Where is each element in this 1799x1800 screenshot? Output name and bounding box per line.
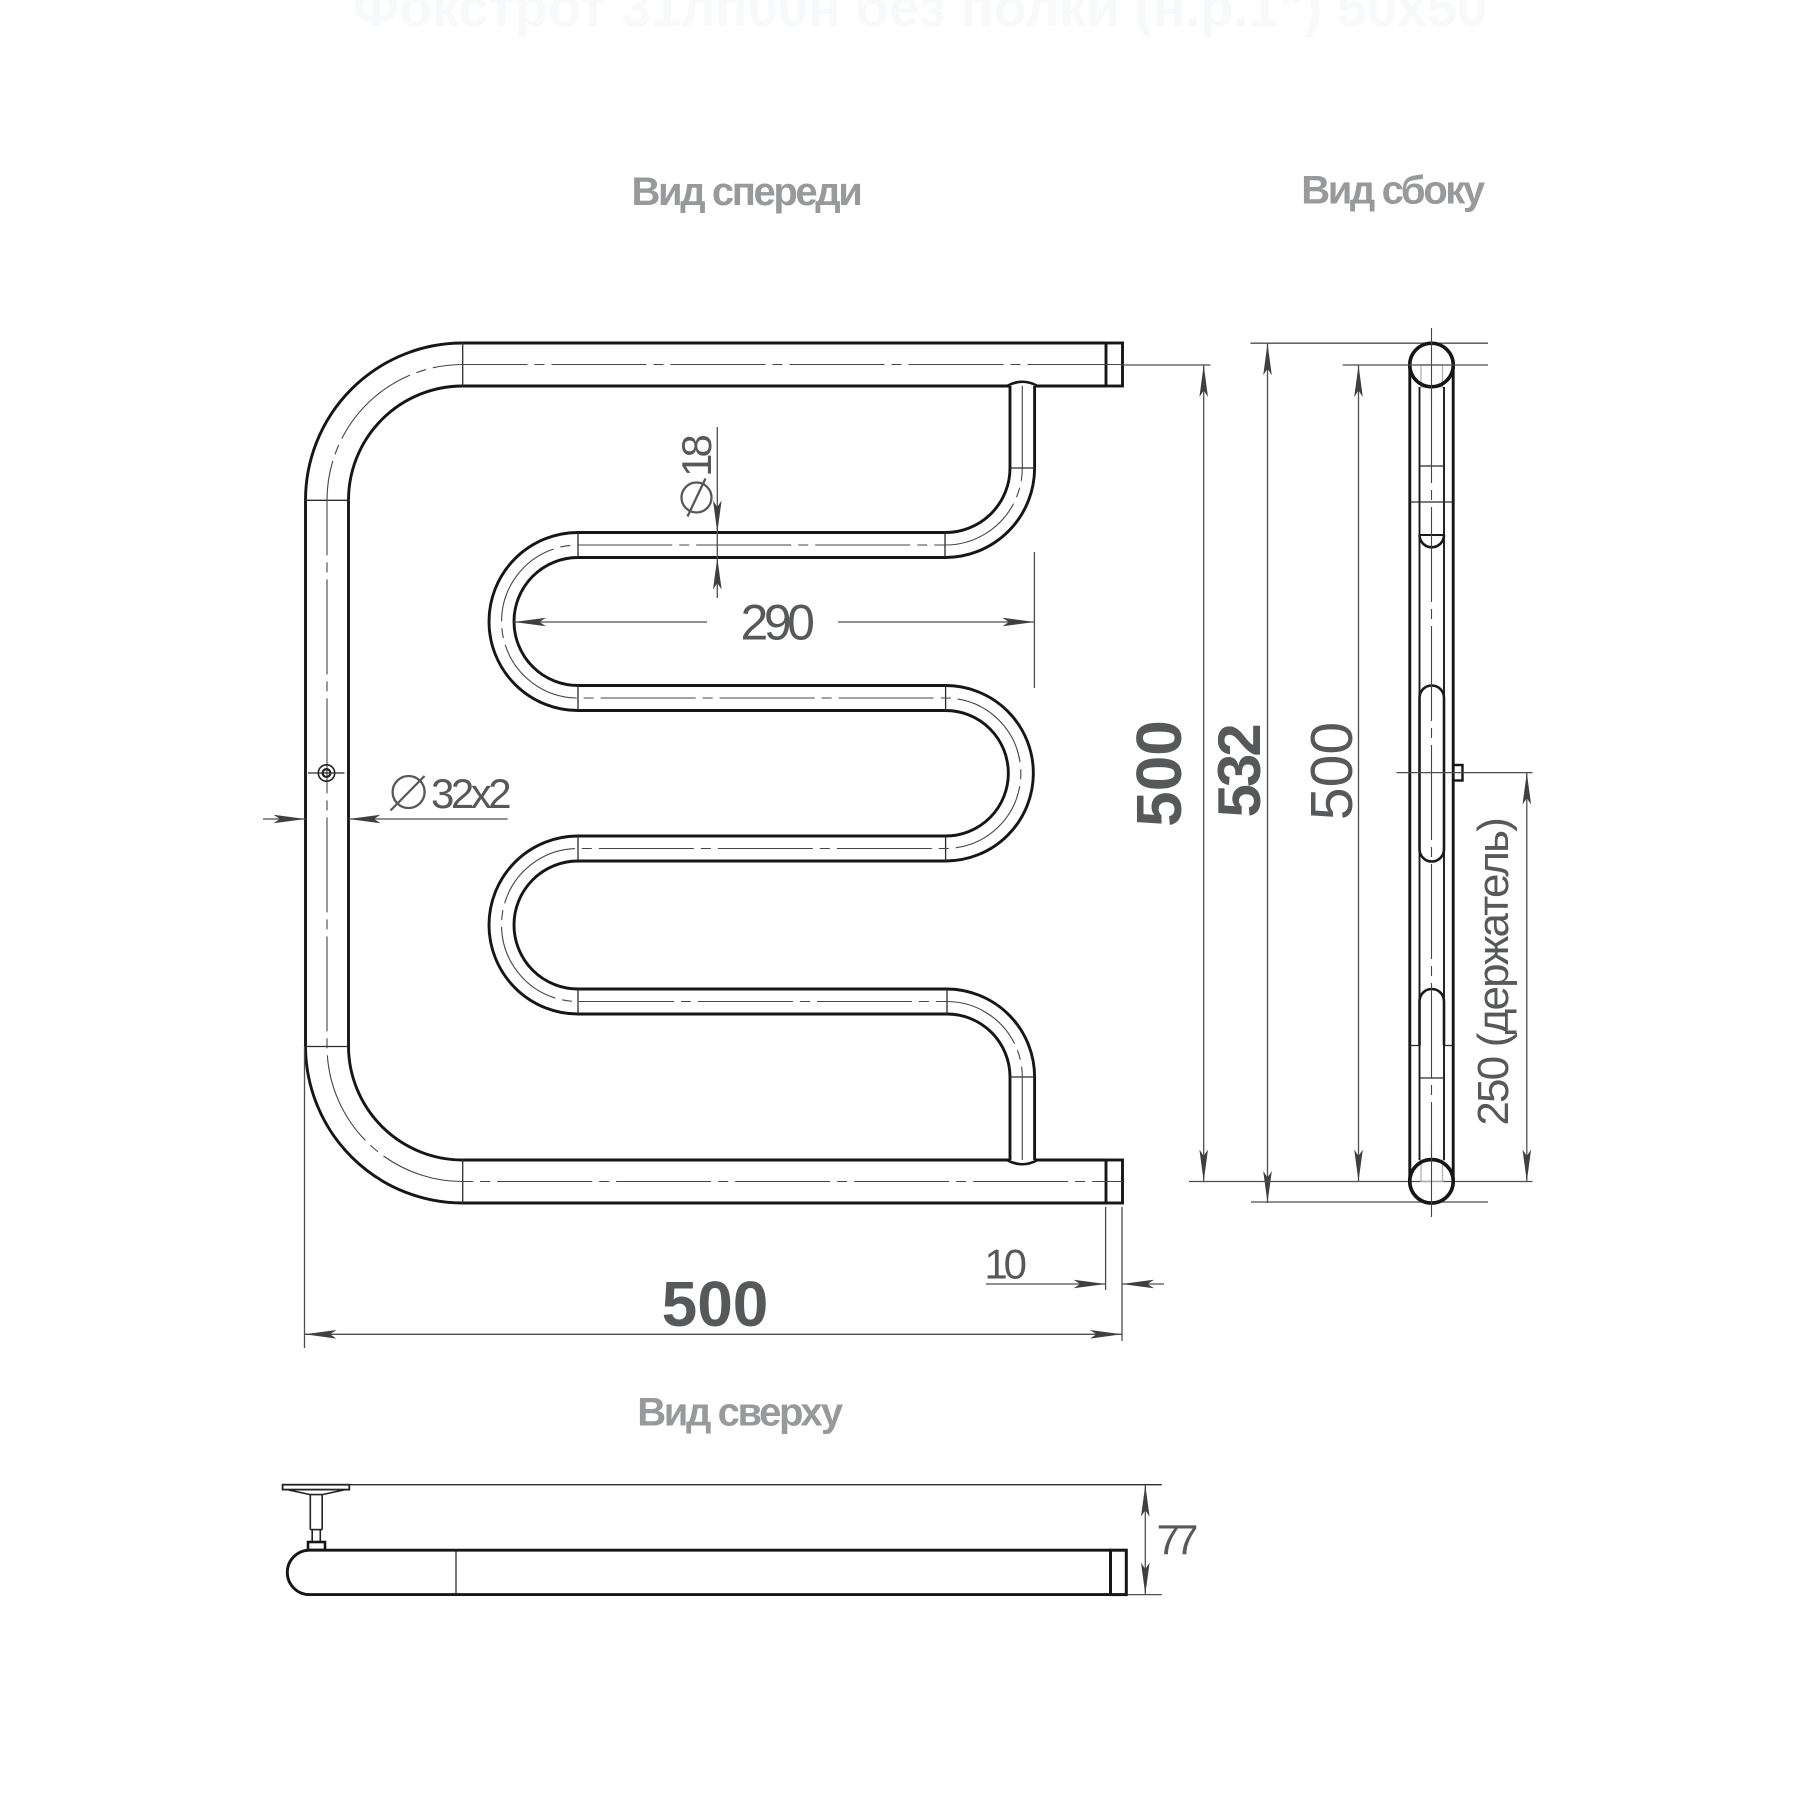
- svg-text:Вид сбоку: Вид сбоку: [1301, 169, 1486, 213]
- svg-text:532: 532: [1206, 726, 1273, 818]
- svg-text:10: 10: [984, 1241, 1025, 1288]
- svg-text:250 (держатель): 250 (держатель): [1469, 819, 1518, 1126]
- svg-text:290: 290: [741, 595, 814, 651]
- svg-text:18: 18: [673, 436, 720, 477]
- svg-text:32x2: 32x2: [431, 770, 510, 817]
- svg-text:500: 500: [662, 1268, 769, 1340]
- svg-text:500: 500: [1299, 722, 1365, 820]
- svg-text:Фокстрот 31лп00н без полки (н.: Фокстрот 31лп00н без полки (н.р.1") 50х5…: [353, 0, 1487, 38]
- svg-text:77: 77: [1157, 1516, 1197, 1563]
- svg-text:Вид спереди: Вид спереди: [632, 170, 861, 214]
- svg-text:500: 500: [1123, 720, 1195, 827]
- svg-text:Вид сверху: Вид сверху: [637, 1391, 844, 1435]
